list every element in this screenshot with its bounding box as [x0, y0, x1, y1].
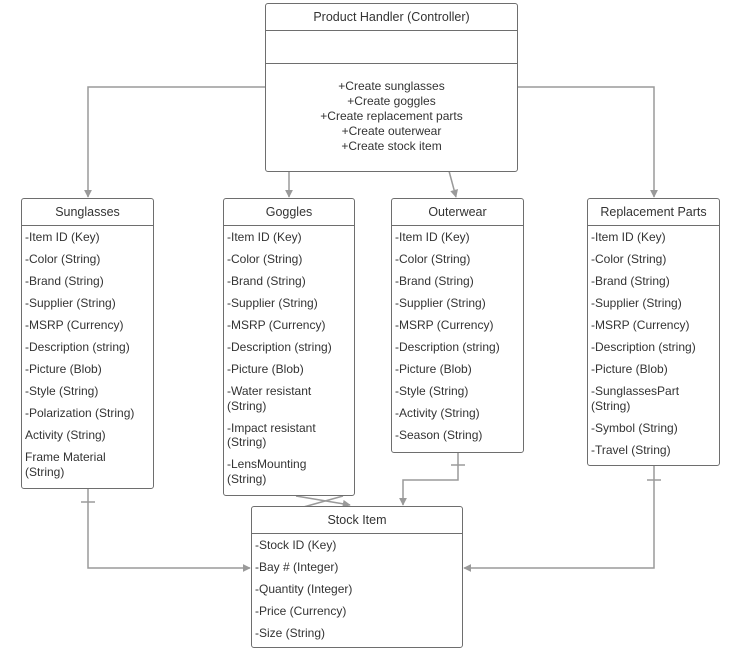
attribute-item: -Polarization (String)	[25, 406, 135, 420]
attribute-item: -Description (string)	[395, 340, 500, 354]
attribute-item: -Price (Currency)	[255, 604, 347, 618]
connector-controller-sunglasses	[84, 86, 266, 198]
attribute-item: -Item ID (Key)	[25, 230, 100, 244]
attribute-item: -Water resistant (String)	[227, 384, 312, 413]
attribute-item: -Color (String)	[25, 252, 101, 266]
attribute-item: -LensMounting (String)	[227, 457, 307, 486]
attribute-item: -Travel (String)	[591, 442, 671, 457]
attribute-item: -Supplier (String)	[227, 296, 318, 310]
attribute-item: -Impact resistant (String)	[227, 420, 316, 450]
attribute-item: -Item ID (Key)	[591, 230, 666, 244]
attribute-item: -Color (String)	[591, 252, 667, 266]
connector-sunglasses-stock	[87, 488, 251, 572]
connector-goggles-stock-a	[295, 495, 351, 508]
attribute-item: -MSRP (Currency)	[227, 318, 326, 332]
method-item: +Create sunglasses	[338, 79, 445, 93]
attribute-item: -Color (String)	[395, 252, 471, 266]
connector-outerwear-stock	[399, 452, 459, 506]
attribute-item: -Item ID (Key)	[395, 230, 470, 244]
goggles-attributes: -Item ID (Key) -Color (String) -Brand (S…	[224, 226, 354, 486]
attribute-item: -Season (String)	[395, 428, 483, 442]
attribute-item: -Picture (Blob)	[25, 362, 102, 376]
attribute-item: -Brand (String)	[227, 274, 306, 288]
controller-attributes-section	[266, 31, 517, 64]
connector-controller-outerwear	[448, 170, 458, 198]
connector-replacement-stock	[463, 465, 655, 572]
goggles-title: Goggles	[224, 199, 354, 226]
method-item: +Create outerwear	[341, 124, 442, 138]
attribute-item: -Brand (String)	[25, 274, 104, 288]
controller-methods: +Create sunglasses +Create goggles +Crea…	[266, 64, 517, 154]
sunglasses-class-box[interactable]: Sunglasses -Item ID (Key) -Color (String…	[21, 198, 154, 489]
attribute-item: -Item ID (Key)	[227, 230, 302, 244]
sunglasses-attributes: -Item ID (Key) -Color (String) -Brand (S…	[22, 226, 153, 479]
controller-title: Product Handler (Controller)	[266, 4, 517, 31]
attribute-item: -Description (string)	[591, 340, 696, 354]
attribute-item: Activity (String)	[25, 428, 106, 442]
outerwear-title: Outerwear	[392, 199, 523, 226]
attribute-item: -Stock ID (Key)	[255, 538, 337, 552]
attribute-item: -MSRP (Currency)	[591, 318, 690, 332]
attribute-item: -Description (string)	[227, 340, 332, 354]
attribute-item: Frame Material (String)	[25, 450, 106, 479]
attribute-item: -Supplier (String)	[591, 296, 682, 310]
attribute-item: -Style (String)	[395, 384, 469, 398]
attribute-item: -Size (String)	[255, 626, 326, 640]
attribute-item: -Picture (Blob)	[591, 362, 668, 376]
attribute-item: -Picture (Blob)	[395, 362, 472, 376]
attribute-item: -Brand (String)	[395, 274, 474, 288]
attribute-item: -Quantity (Integer)	[255, 582, 353, 596]
attribute-item: -Symbol (String)	[591, 420, 678, 435]
attribute-item: -MSRP (Currency)	[25, 318, 124, 332]
outerwear-class-box[interactable]: Outerwear -Item ID (Key) -Color (String)…	[391, 198, 524, 453]
replacement-parts-attributes: -Item ID (Key) -Color (String) -Brand (S…	[588, 226, 719, 457]
attribute-item: -Description (string)	[25, 340, 130, 354]
attribute-item: -Activity (String)	[395, 406, 480, 420]
attribute-item: -Color (String)	[227, 252, 303, 266]
attribute-item: -Supplier (String)	[25, 296, 116, 310]
attribute-item: -Style (String)	[25, 384, 99, 398]
connector-controller-replacement	[517, 86, 658, 198]
attribute-item: -Bay # (Integer)	[255, 560, 339, 574]
stock-item-title: Stock Item	[252, 507, 462, 534]
method-item: +Create goggles	[347, 94, 436, 108]
stock-item-class-box[interactable]: Stock Item -Stock ID (Key) -Bay # (Integ…	[251, 506, 463, 648]
replacement-parts-title: Replacement Parts	[588, 199, 719, 226]
method-item: +Create stock item	[341, 139, 442, 153]
sunglasses-title: Sunglasses	[22, 199, 153, 226]
attribute-item: -MSRP (Currency)	[395, 318, 494, 332]
outerwear-attributes: -Item ID (Key) -Color (String) -Brand (S…	[392, 226, 523, 443]
attribute-item: -SunglassesPart (String)	[591, 384, 680, 413]
method-item: +Create replacement parts	[320, 109, 463, 123]
attribute-item: -Brand (String)	[591, 274, 670, 288]
attribute-item: -Supplier (String)	[395, 296, 486, 310]
goggles-class-box[interactable]: Goggles -Item ID (Key) -Color (String) -…	[223, 198, 355, 496]
controller-class-box[interactable]: Product Handler (Controller) +Create sun…	[265, 3, 518, 172]
attribute-item: -Picture (Blob)	[227, 362, 304, 376]
stock-item-attributes: -Stock ID (Key) -Bay # (Integer) -Quanti…	[252, 534, 462, 641]
replacement-parts-class-box[interactable]: Replacement Parts -Item ID (Key) -Color …	[587, 198, 720, 466]
